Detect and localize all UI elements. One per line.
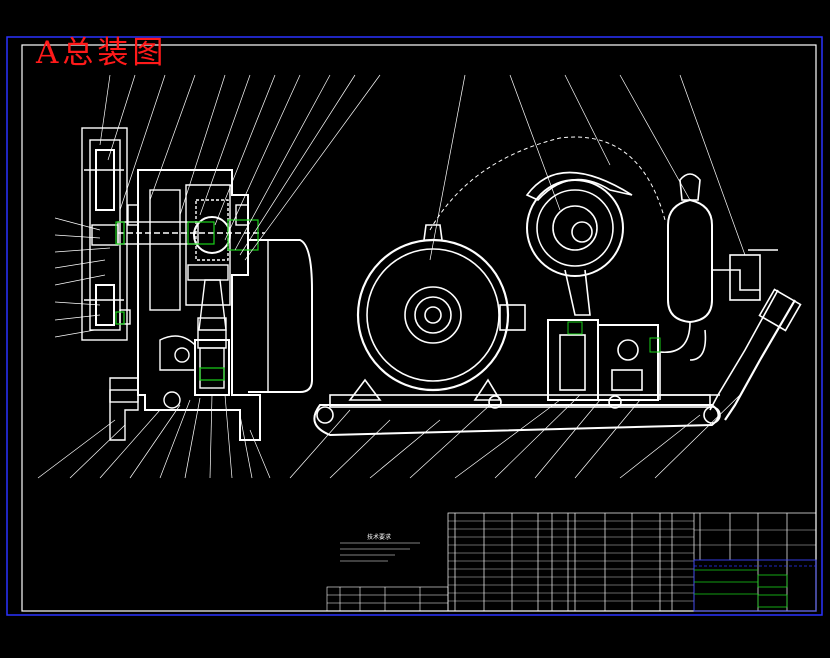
- motor-housing: [356, 238, 510, 392]
- revision-table: [326, 586, 449, 612]
- technical-notes-title: 技术要求: [367, 534, 392, 541]
- left-sectional-view: [81, 127, 313, 441]
- title-block: [693, 559, 817, 612]
- right-elevation-view: [313, 136, 802, 437]
- right-view-highlights: [567, 321, 661, 353]
- inner-frame: [21, 44, 817, 612]
- flywheel-outline: [81, 127, 128, 341]
- drawing-title: A总装图: [36, 35, 168, 71]
- technical-notes: [340, 542, 420, 562]
- parts-list-rows: [448, 520, 816, 602]
- base-frame: [313, 404, 720, 437]
- part-leader-lines: [37, 74, 746, 479]
- outer-frame: [6, 36, 823, 616]
- parts-list-table: [447, 512, 817, 612]
